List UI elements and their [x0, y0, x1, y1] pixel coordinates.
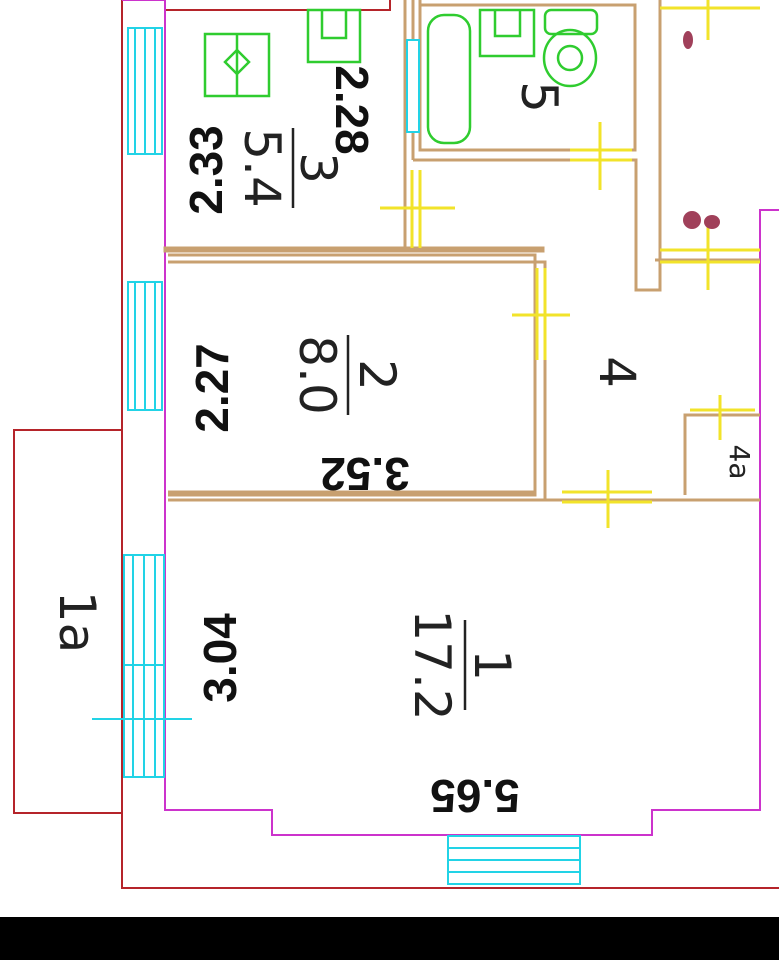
stove-marks — [683, 31, 720, 229]
floor-plan: 1 17.2 2 8.0 3 5.4 4 4a 5 1a 3.04 5.65 2… — [13, 0, 779, 889]
room-2-area: 8.0 — [288, 335, 346, 415]
dimension-2-28: 2.28 — [326, 65, 378, 155]
dimension-5-65: 5.65 — [430, 770, 520, 822]
windows — [92, 27, 581, 885]
room-4a-number: 4a — [723, 445, 756, 480]
room-5-number: 5 — [510, 81, 568, 113]
bottom-black-bar — [0, 917, 779, 960]
room-3-area: 5.4 — [233, 128, 291, 208]
dimension-2-33: 2.33 — [180, 125, 232, 215]
bath-sink-fixture — [478, 8, 536, 58]
doors — [380, 0, 760, 528]
room-1a-number: 1a — [48, 591, 106, 653]
room-1-number: 1 — [463, 649, 521, 681]
fixtures — [203, 8, 599, 145]
balcony-outline — [13, 429, 123, 814]
room-2-label: 2 8.0 — [288, 335, 406, 415]
outer-walls — [13, 0, 779, 889]
toilet-tank-fixture — [543, 8, 599, 36]
room-4-number: 4 — [588, 356, 646, 388]
bathtub-fixture — [426, 13, 472, 145]
window-bath — [406, 39, 420, 133]
room-2-number: 2 — [348, 359, 406, 391]
toilet-bowl-fixture — [542, 28, 598, 88]
room-3-number: 3 — [289, 152, 347, 184]
room-1-label: 1 17.2 — [403, 609, 521, 720]
washer-fixture — [306, 8, 362, 64]
room-3-label: 3 5.4 — [233, 128, 347, 208]
room-1-area: 17.2 — [403, 609, 461, 720]
inner-walls — [122, 0, 779, 836]
dimension-3-04: 3.04 — [194, 613, 246, 703]
dimension-3-52: 3.52 — [320, 448, 410, 500]
dimension-2-27: 2.27 — [186, 343, 238, 433]
